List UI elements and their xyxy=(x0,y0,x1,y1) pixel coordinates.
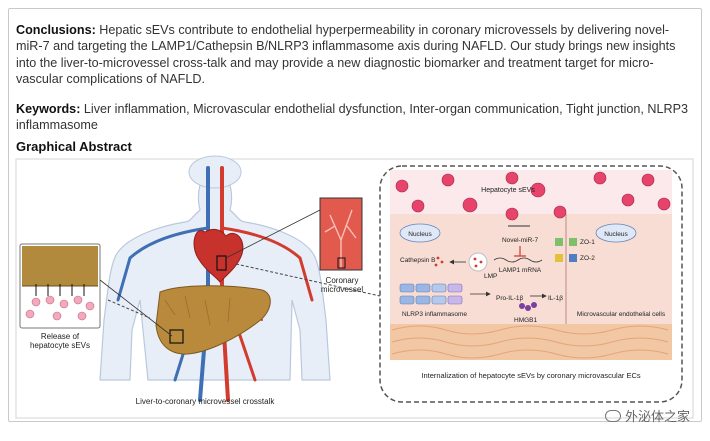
novel-mir7-label: Novel-miR-7 xyxy=(502,237,539,244)
conclusions-label: Conclusions: xyxy=(16,23,96,37)
heart-arrow xyxy=(235,263,381,297)
conclusions-text: Hepatic sEVs contribute to endothelial h… xyxy=(16,23,676,87)
cathepsin-b-label: Cathepsin B xyxy=(400,257,435,264)
liver-inset-connector xyxy=(99,279,173,337)
zo2-marker xyxy=(555,254,563,262)
il1b-label: IL-1β xyxy=(548,295,563,302)
coronary-label-2: microvessel xyxy=(321,285,363,294)
nlrp3-label: NLRP3 inflammasome xyxy=(402,311,467,318)
conclusions-paragraph: Conclusions: Hepatic sEVs contribute to … xyxy=(16,22,692,88)
keywords-label: Keywords: xyxy=(16,102,81,116)
coronary-microvessel-inset xyxy=(319,197,363,271)
hmgb1-icon xyxy=(519,302,537,311)
zo1-label: ZO-1 xyxy=(580,239,595,246)
keywords-paragraph: Keywords: Liver inflammation, Microvascu… xyxy=(16,101,692,134)
nucleus-right-label: Nucleus xyxy=(604,231,628,238)
liver-arrow xyxy=(107,299,151,319)
hepatocyte-sevs-label: Hepatocyte sEVs xyxy=(481,187,535,194)
heart-illustration xyxy=(193,228,244,283)
watermark: 外泌体之家 xyxy=(604,406,690,425)
liver-zoom-box xyxy=(169,329,184,344)
lamp1-mrna-label: LAMP1 mRNA xyxy=(499,267,542,274)
sev-vesicles xyxy=(395,171,671,221)
cathepsin-b-dots xyxy=(434,256,444,267)
zo1-marker xyxy=(555,238,563,246)
microvascular-ec-label: Microvascular endothelial cells xyxy=(577,311,666,318)
internalization-label: Internalization of hepatocyte sEVs by co… xyxy=(421,371,641,380)
coronary-label-1: Coronary xyxy=(326,276,359,285)
nlrp3-inflammasome-icon xyxy=(399,283,463,305)
inhibition-mark xyxy=(514,246,526,257)
nucleus-left-label: Nucleus xyxy=(408,231,432,238)
keywords-text: Liver inflammation, Microvascular endoth… xyxy=(16,102,688,133)
zo2-label: ZO-2 xyxy=(580,255,595,262)
pro-il1b-label: Pro-IL-1β xyxy=(496,295,523,302)
lamp1-mrna-strand xyxy=(493,257,543,263)
release-label-1: Release of xyxy=(41,332,80,341)
liver-illustration xyxy=(155,285,271,355)
wechat-icon xyxy=(604,409,621,422)
graphical-abstract-heading: Graphical Abstract xyxy=(16,139,132,154)
lysosome xyxy=(468,252,488,272)
lmp-label: LMP xyxy=(484,273,497,280)
nucleus-left xyxy=(399,223,441,243)
crosstalk-label: Liver-to-coronary microvessel crosstalk xyxy=(136,397,276,406)
hmgb1-label: HMGB1 xyxy=(514,317,538,324)
liver-tissue-inset xyxy=(19,243,101,329)
heart-zoom-box xyxy=(216,255,227,271)
nucleus-right xyxy=(595,223,637,243)
heart-inset-connector xyxy=(225,209,321,259)
release-label-2: hepatocyte sEVs xyxy=(30,341,90,350)
watermark-text: 外泌体之家 xyxy=(624,410,690,425)
